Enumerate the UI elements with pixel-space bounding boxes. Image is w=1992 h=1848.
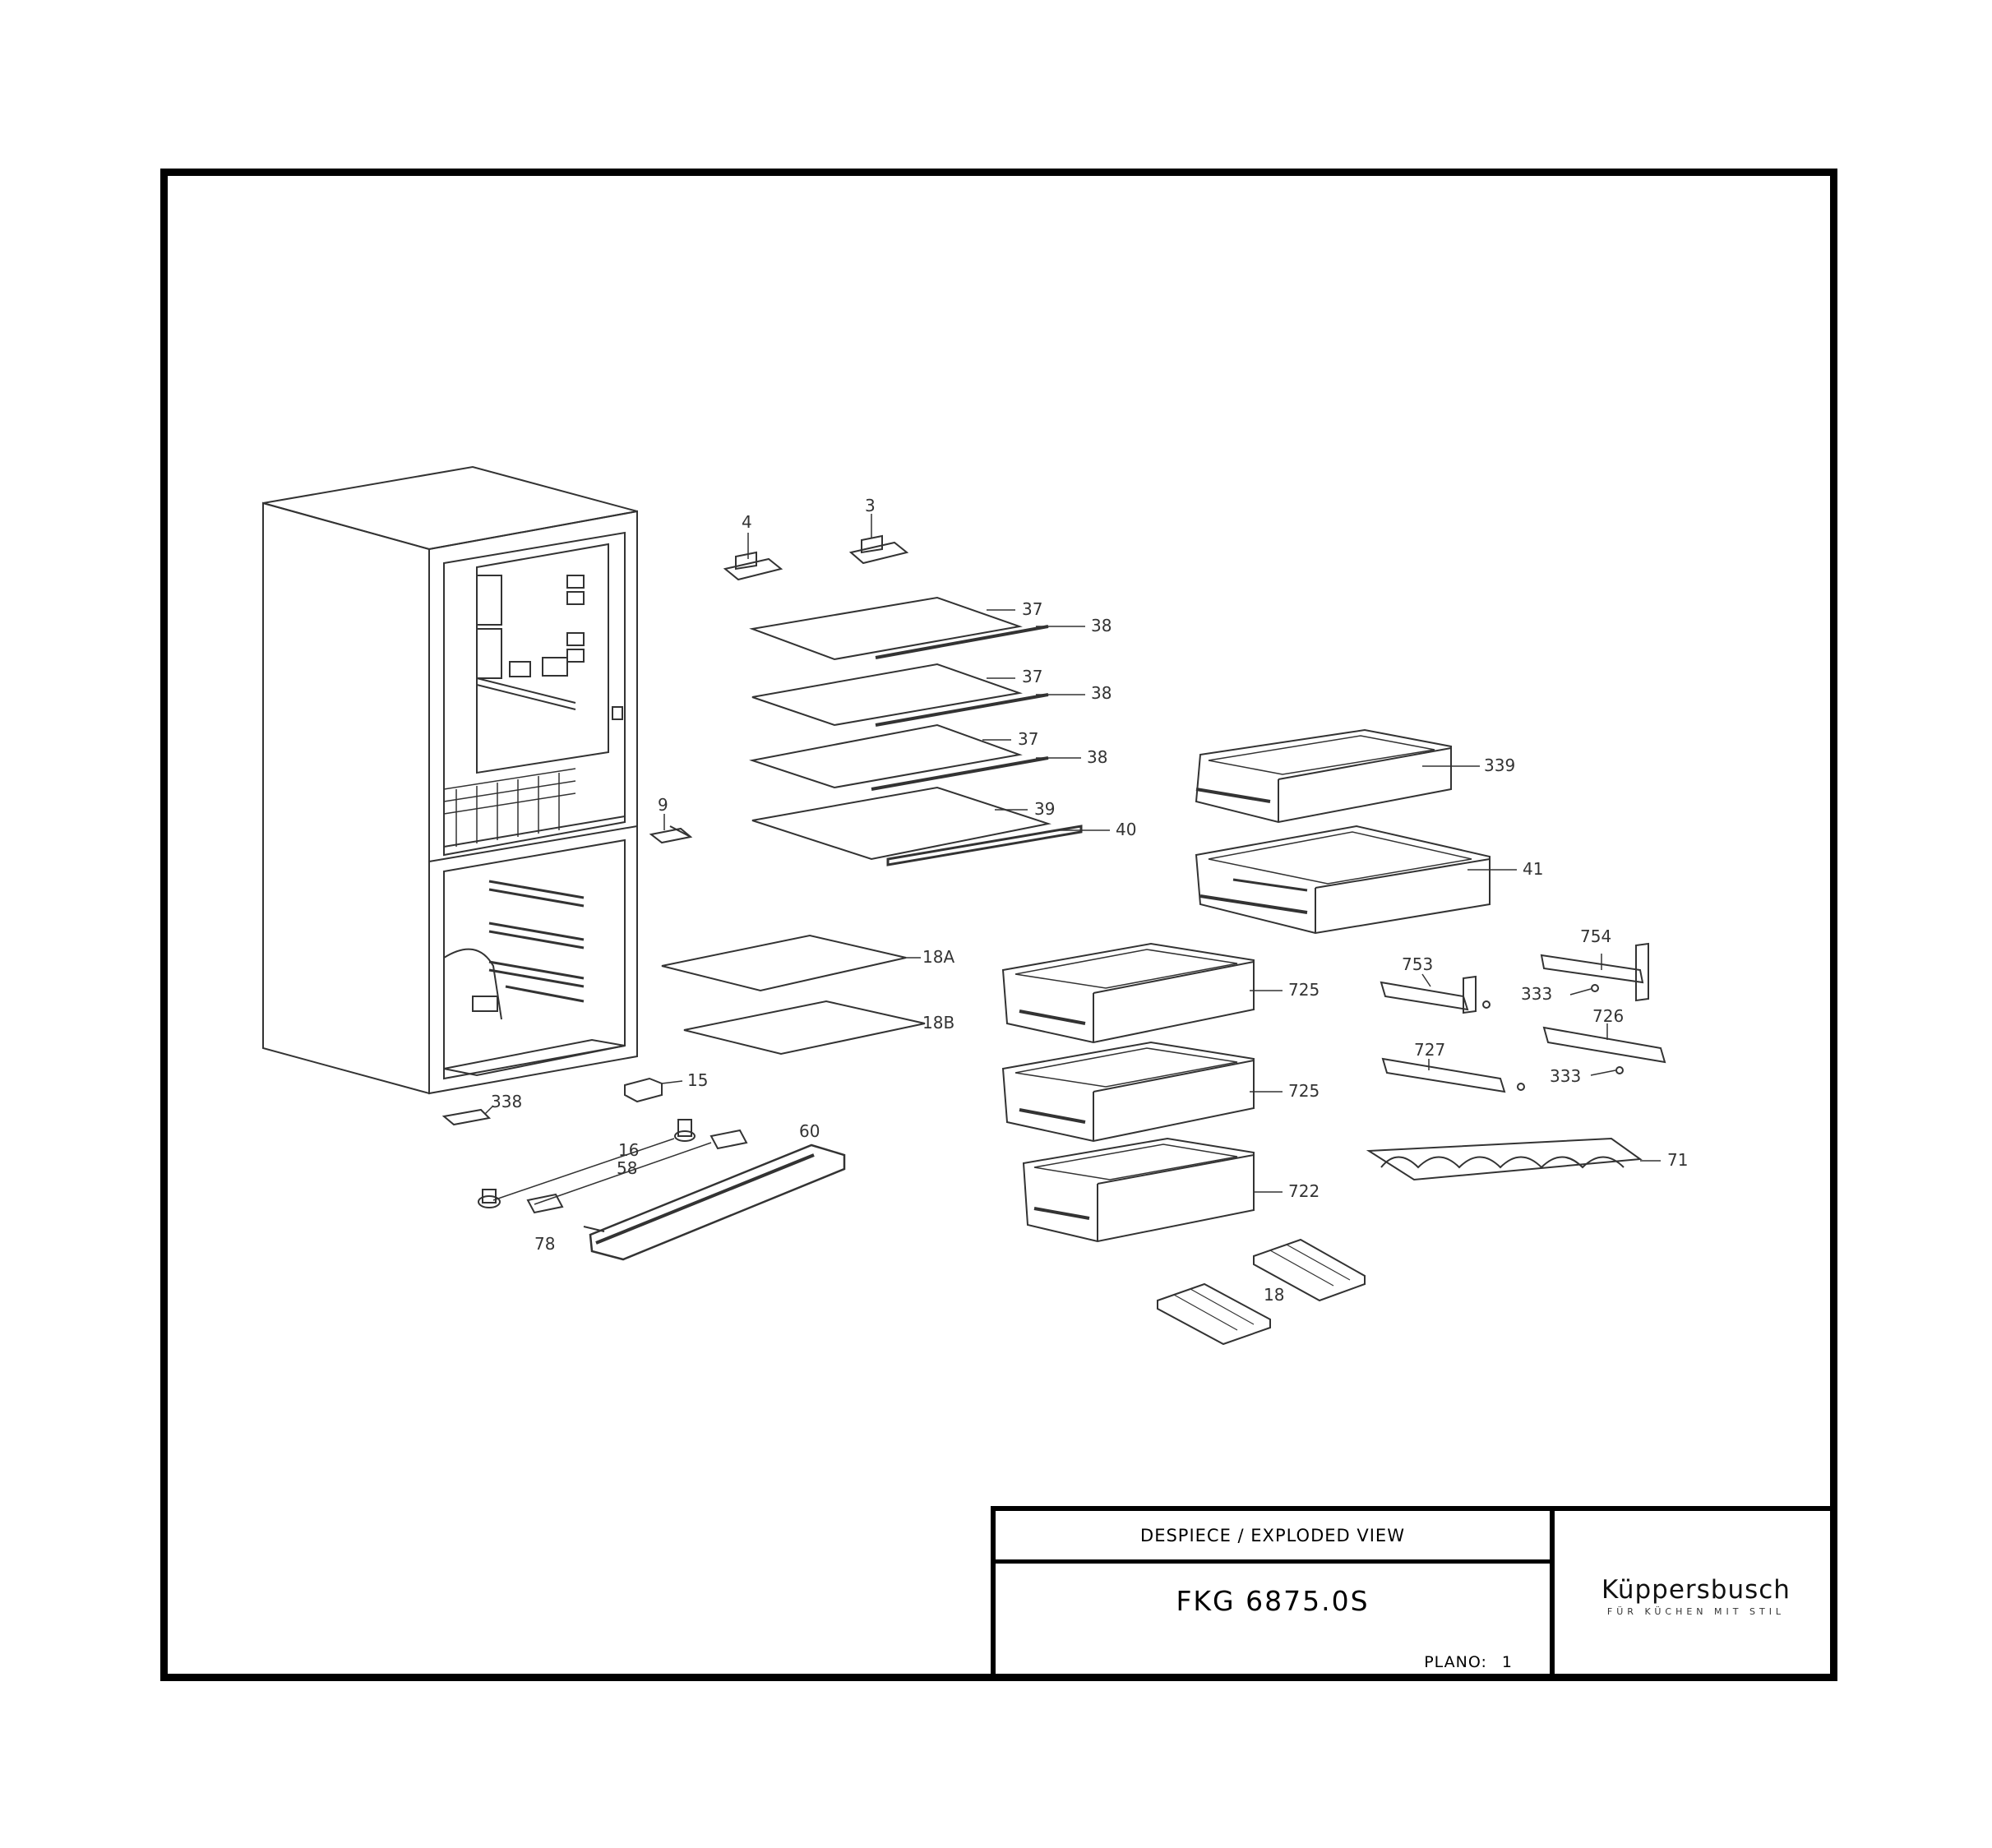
drawer-41 — [1195, 825, 1491, 935]
callout-338: 338 — [491, 1092, 522, 1111]
drawer-722 — [1022, 1137, 1255, 1243]
brand-logo-text: Küppersbusch — [1601, 1575, 1791, 1605]
callout-9: 9 — [658, 795, 668, 815]
wine-rack — [1366, 1137, 1643, 1181]
hinge-part-4 — [723, 551, 783, 581]
callout-37-top: 37 — [1022, 599, 1042, 619]
callout-38-top: 38 — [1091, 616, 1112, 635]
callout-333-upper: 333 — [1521, 984, 1552, 1004]
plano-value: 1 — [1501, 1653, 1513, 1671]
leader-lines — [484, 514, 1661, 1205]
callout-18b: 18B — [922, 1013, 954, 1033]
drawer-339 — [1195, 728, 1452, 824]
callout-725-upper: 725 — [1288, 980, 1320, 1000]
callout-15: 15 — [687, 1070, 708, 1090]
callout-753: 753 — [1402, 954, 1433, 974]
callout-3: 3 — [865, 496, 876, 515]
small-parts — [441, 1077, 846, 1261]
drawer-725-lower — [1001, 1041, 1255, 1143]
callout-38-middle: 38 — [1091, 683, 1112, 703]
callout-71: 71 — [1667, 1150, 1688, 1170]
callout-339: 339 — [1484, 755, 1515, 775]
brand-box: Küppersbusch FÜR KÜCHEN MIT STIL — [1555, 1511, 1837, 1681]
hinge-part-3 — [848, 534, 909, 565]
callout-39: 39 — [1034, 799, 1055, 819]
plano-field: PLANO: 1 — [1424, 1653, 1513, 1671]
callout-725-lower: 725 — [1288, 1081, 1320, 1101]
callout-4: 4 — [742, 512, 752, 532]
callout-58: 58 — [617, 1158, 637, 1178]
callout-727: 727 — [1414, 1040, 1445, 1060]
drawing-frame — [160, 169, 1837, 1681]
callout-18: 18 — [1264, 1285, 1284, 1305]
callout-754: 754 — [1580, 926, 1611, 946]
callout-38-bottom: 38 — [1087, 747, 1107, 767]
model-number: FKG 6875.0S — [1176, 1584, 1370, 1617]
callout-722: 722 — [1288, 1181, 1320, 1201]
callout-18a: 18A — [922, 947, 954, 967]
drawer-725-upper — [1001, 942, 1255, 1044]
callout-726: 726 — [1592, 1006, 1624, 1026]
plano-label: PLANO: — [1424, 1653, 1487, 1671]
brand-slogan: FÜR KÜCHEN MIT STIL — [1606, 1606, 1786, 1617]
callout-60: 60 — [799, 1121, 820, 1141]
brackets — [1380, 942, 1666, 1093]
callout-37-middle: 37 — [1022, 667, 1042, 686]
bracket-part-9 — [649, 825, 693, 844]
callout-41: 41 — [1523, 859, 1543, 879]
title-block-header: DESPIECE / EXPLODED VIEW — [996, 1511, 1550, 1564]
callout-16: 16 — [618, 1140, 639, 1160]
callout-40: 40 — [1116, 820, 1136, 839]
callout-78: 78 — [534, 1234, 555, 1254]
callout-333-lower: 333 — [1550, 1066, 1581, 1086]
callout-37-bottom: 37 — [1018, 729, 1038, 749]
ice-trays — [1157, 1238, 1366, 1346]
title-block: DESPIECE / EXPLODED VIEW FKG 6875.0S PLA… — [991, 1506, 1837, 1681]
glass-shelves — [749, 596, 1083, 866]
glass-plates — [661, 934, 926, 1056]
refrigerator-cabinet — [262, 465, 638, 1095]
title-block-left: DESPIECE / EXPLODED VIEW FKG 6875.0S PLA… — [996, 1511, 1555, 1681]
